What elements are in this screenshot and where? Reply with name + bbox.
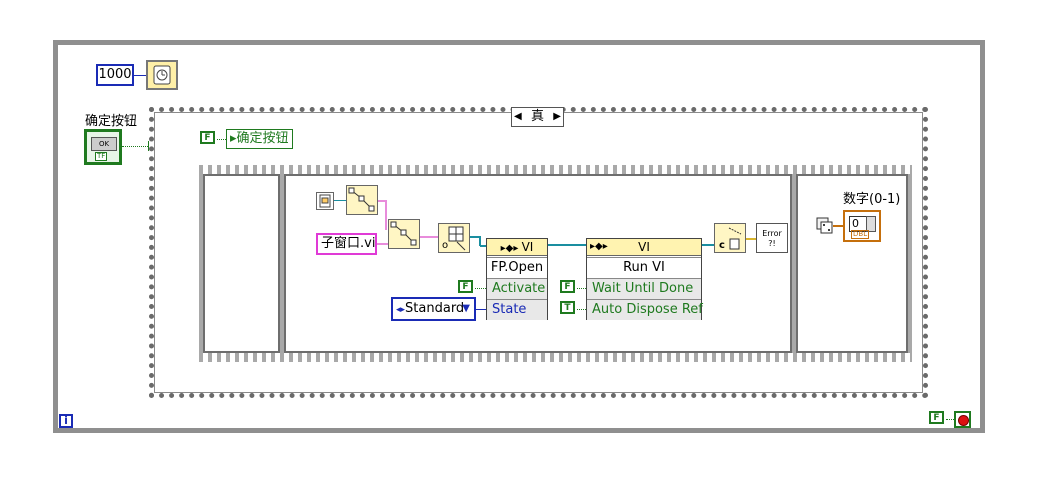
fp-open-state: State (487, 299, 547, 320)
open-vi-ref-icon[interactable]: o (438, 223, 470, 253)
wait-ms-icon[interactable] (146, 60, 178, 90)
wait-ms-constant[interactable]: 1000 (96, 64, 134, 86)
stop-false-constant[interactable]: F (929, 411, 944, 424)
vi-path-constant[interactable]: 子窗口.vi (316, 233, 377, 255)
path-build-icon[interactable] (346, 185, 378, 215)
auto-dispose-true-constant[interactable]: T (560, 301, 575, 314)
error-handler-icon[interactable]: Error?! (756, 223, 788, 253)
local-variable-button[interactable]: ▸确定按钮 (226, 129, 293, 149)
iteration-terminal-icon: i (59, 414, 73, 428)
numeric-indicator[interactable]: 0 DBL (843, 210, 881, 242)
button-terminal-label: 确定按钮 (85, 114, 138, 129)
close-ref-icon[interactable]: c (714, 223, 746, 253)
run-vi-auto-dispose: Auto Dispose Ref (587, 299, 703, 320)
case-selector[interactable]: ◀ 真 ▶ (511, 107, 564, 127)
path-strip-icon[interactable] (388, 219, 420, 249)
flat-sequence (199, 165, 912, 362)
sequence-frame-1 (203, 174, 280, 353)
fp-open-property-node[interactable]: ▸◆▸ VI FP.Open Activate State (486, 238, 548, 320)
activate-false-constant[interactable]: F (458, 280, 473, 293)
while-loop (53, 40, 985, 433)
local-false-constant[interactable]: F (200, 131, 215, 144)
fp-open-activate: Activate (487, 278, 547, 299)
run-vi-invoke-node[interactable]: ▸◆▸VI Run VI Wait Until Done Auto Dispos… (586, 238, 703, 320)
this-vi-path-icon[interactable] (316, 192, 334, 210)
run-vi-wait-until-done: Wait Until Done (587, 278, 701, 299)
sequence-frame-3 (796, 174, 908, 353)
svg-text:c: c (719, 240, 725, 251)
wait-until-done-false-constant[interactable]: F (560, 280, 575, 293)
svg-text:o: o (442, 240, 448, 251)
numeric-label: 数字(0-1) (843, 192, 901, 207)
fp-open-title: FP.Open (487, 257, 547, 278)
run-vi-title: Run VI (587, 257, 701, 278)
ok-button-icon[interactable]: OK TF (84, 129, 122, 165)
random-number-icon[interactable] (815, 214, 833, 234)
stop-icon[interactable] (954, 411, 971, 428)
window-state-constant[interactable]: ◂▸Standard▼ (391, 297, 476, 321)
